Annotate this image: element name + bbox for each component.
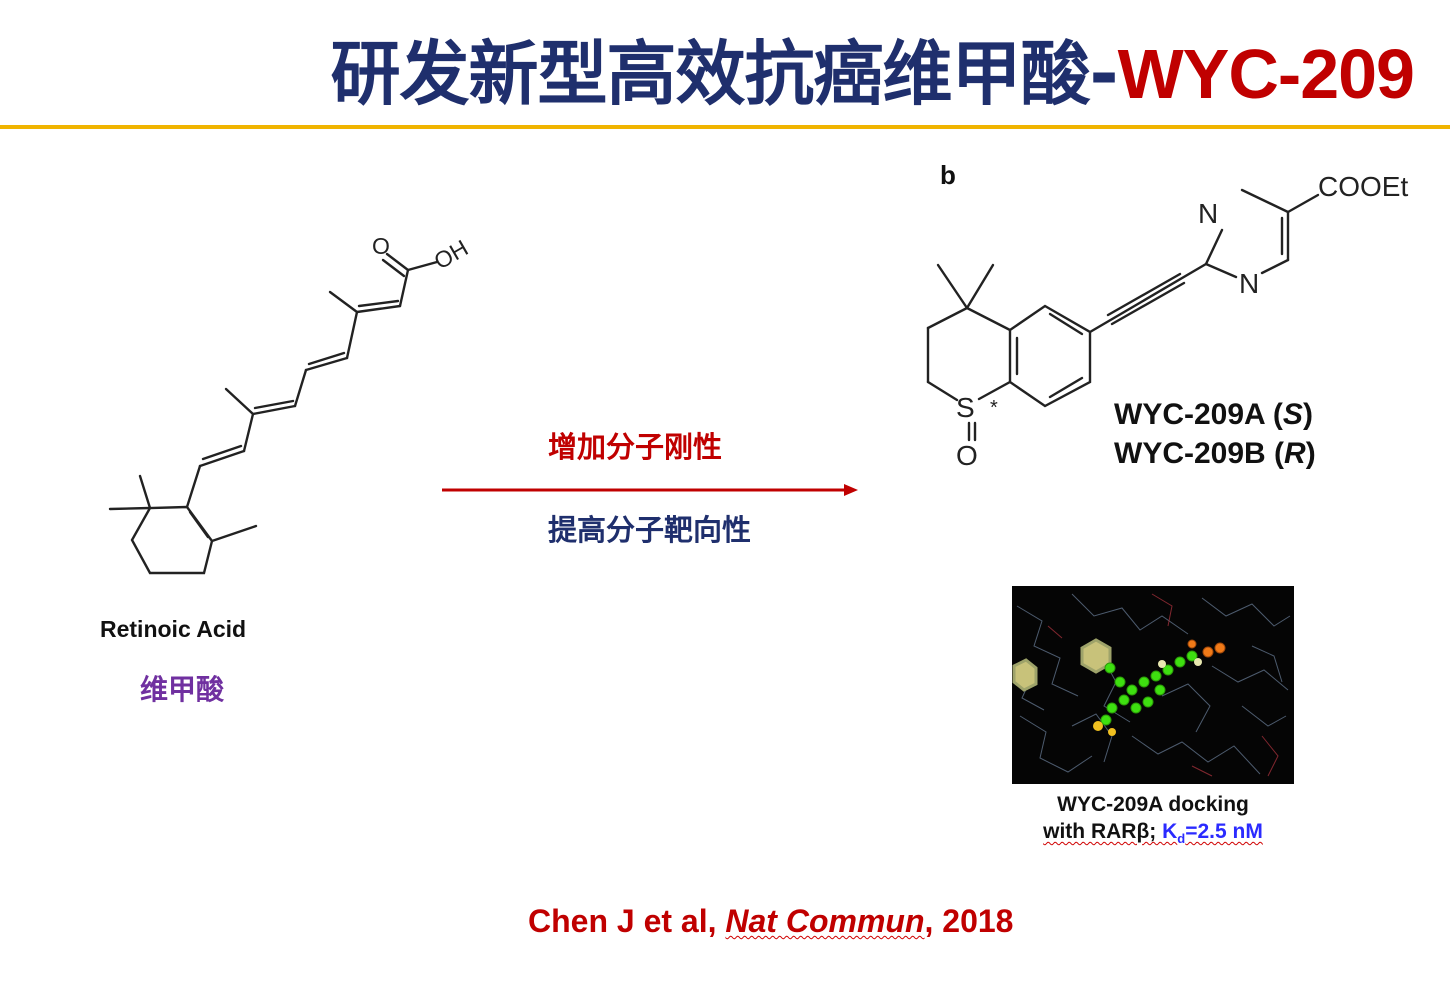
- docking-target: with RARβ;: [1043, 820, 1163, 843]
- compound-b-name: WYC-209B (: [1114, 437, 1285, 470]
- kd-symbol: K: [1162, 820, 1178, 843]
- title-compound-name: WYC-209: [1117, 35, 1415, 113]
- compound-b-paren: ): [1305, 437, 1316, 470]
- compound-a-name: WYC-209A (: [1114, 398, 1283, 431]
- title-divider: [0, 125, 1450, 129]
- citation-journal: Nat Commun: [725, 903, 925, 939]
- reaction-arrow: [442, 484, 858, 496]
- slide-title: 研发新型高效抗癌维甲酸-WYC-209: [0, 18, 1415, 119]
- retinoic-acid-structure: [108, 252, 439, 575]
- docking-image: [1012, 586, 1294, 784]
- pyrimidine-nitrogen-1: N: [1198, 198, 1218, 229]
- title-chinese: 研发新型高效抗癌维甲酸-: [330, 33, 1119, 115]
- arrow-label-targeting: 提高分子靶向性: [548, 513, 752, 547]
- citation: Chen J et al, Nat Commun, 2018: [528, 903, 1013, 940]
- compound-a-label: WYC-209A (S): [1114, 398, 1313, 432]
- sulfur-atom: S: [956, 392, 975, 423]
- citation-year: , 2018: [924, 903, 1014, 939]
- wyc-209-structure: [926, 188, 1320, 442]
- kd-value: =2.5 nM: [1185, 820, 1263, 843]
- docking-render: [1012, 593, 1291, 777]
- arrow-label-rigidity: 增加分子刚性: [548, 430, 723, 464]
- sulfoxide-oxygen: O: [956, 440, 978, 471]
- pyrimidine-nitrogen-2: N: [1239, 268, 1259, 299]
- citation-authors: Chen J et al,: [528, 903, 726, 939]
- kd-subscript: d: [1177, 831, 1186, 847]
- compound-a-config: S: [1282, 398, 1303, 431]
- compound-b-label: WYC-209B (R): [1114, 437, 1316, 471]
- ra-hydroxyl: OH: [430, 235, 473, 275]
- docking-caption-line2: with RARβ; Kd=2.5 nM: [1012, 820, 1294, 846]
- compound-a-paren: ): [1302, 398, 1313, 431]
- compound-b-config: R: [1284, 437, 1306, 470]
- panel-label: b: [940, 160, 956, 190]
- ester-group: COOEt: [1318, 171, 1408, 202]
- retinoic-acid-label-chinese: 维甲酸: [140, 673, 225, 706]
- retinoic-acid-label: Retinoic Acid: [100, 616, 247, 642]
- docking-caption-line1: WYC-209A docking: [1057, 793, 1249, 816]
- ra-carbonyl-oxygen: O: [372, 233, 390, 259]
- stereocenter-mark: *: [990, 397, 998, 419]
